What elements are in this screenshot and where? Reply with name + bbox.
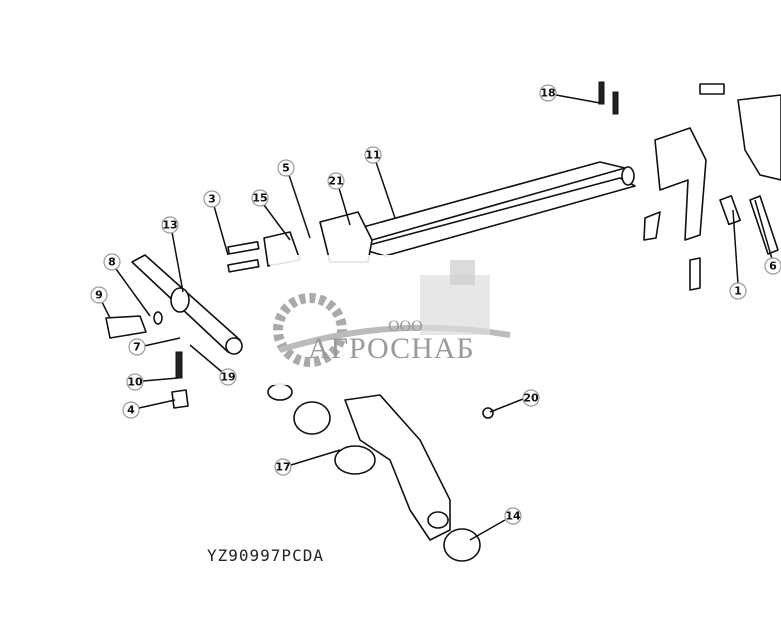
callout-21: 21	[327, 172, 345, 190]
shift-rails	[344, 161, 636, 257]
springs	[293, 401, 481, 562]
plug	[171, 389, 189, 409]
callout-5: 5	[277, 159, 295, 177]
diagram-code: YZ90997PCDA	[207, 546, 324, 565]
shift-forks	[643, 83, 781, 291]
callout-17: 17	[274, 458, 292, 476]
svg-text:10: 10	[127, 376, 143, 389]
callout-19: 19	[219, 368, 237, 386]
callout-11: 11	[364, 146, 382, 164]
callout-10: 10	[126, 373, 144, 391]
washer	[482, 407, 494, 419]
callout-20: 20	[522, 389, 540, 407]
svg-text:15: 15	[252, 192, 267, 205]
shaft	[131, 254, 243, 355]
callout-4: 4	[122, 401, 140, 419]
callout-3: 3	[203, 190, 221, 208]
callout-13: 13	[161, 216, 179, 234]
watermark-prefix: ООО	[388, 318, 423, 335]
callout-8: 8	[103, 253, 121, 271]
svg-text:8: 8	[108, 256, 116, 269]
svg-text:1: 1	[734, 285, 742, 298]
svg-text:21: 21	[328, 175, 343, 188]
callout-6: 6	[764, 257, 781, 275]
callout-1: 1	[729, 282, 747, 300]
svg-text:3: 3	[208, 193, 216, 206]
snap-ring	[267, 383, 293, 401]
o-ring	[153, 311, 163, 325]
svg-text:18: 18	[540, 87, 555, 100]
watermark-gear-combine-icon	[273, 260, 511, 367]
callout-18: 18	[539, 84, 557, 102]
callout-9: 9	[90, 286, 108, 304]
callout-7: 7	[128, 338, 146, 356]
svg-text:4: 4	[127, 404, 135, 417]
svg-text:20: 20	[523, 392, 539, 405]
svg-text:14: 14	[505, 510, 521, 523]
callout-14: 14	[504, 507, 522, 525]
svg-text:13: 13	[162, 219, 177, 232]
leader-lines	[101, 94, 773, 541]
bolts	[227, 240, 260, 273]
svg-text:7: 7	[133, 341, 141, 354]
svg-text:19: 19	[220, 371, 235, 384]
spring-pin	[175, 351, 183, 379]
pin	[598, 81, 605, 105]
shift-lever	[334, 394, 451, 541]
svg-text:9: 9	[95, 289, 103, 302]
svg-text:6: 6	[769, 260, 777, 273]
svg-text:17: 17	[275, 461, 290, 474]
fitting	[105, 315, 147, 339]
callout-15: 15	[251, 189, 269, 207]
svg-text:11: 11	[365, 149, 380, 162]
watermark-logo	[270, 255, 535, 385]
svg-text:5: 5	[282, 162, 290, 175]
pin	[612, 91, 619, 115]
watermark-name: АГРОСНАБ	[308, 332, 475, 365]
